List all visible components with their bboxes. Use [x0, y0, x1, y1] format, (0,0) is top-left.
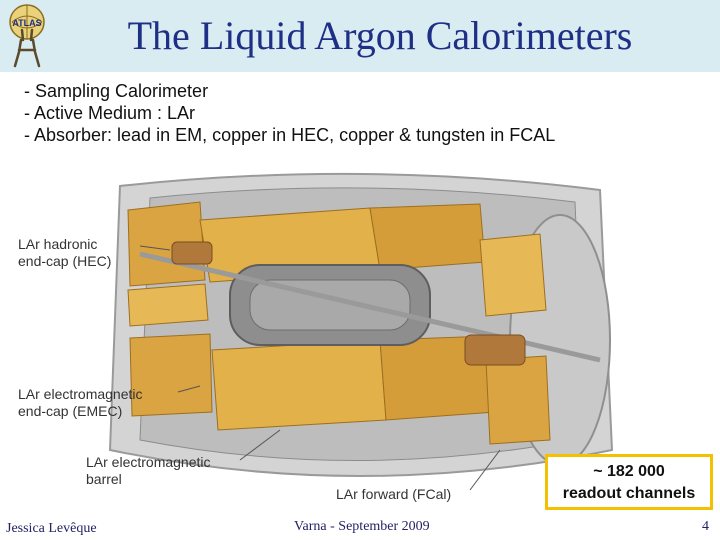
- bullet-item: - Sampling Calorimeter: [24, 81, 209, 101]
- bullet-item: - Absorber: lead in EM, copper in HEC, c…: [24, 125, 556, 145]
- label-hec-line2: end-cap (HEC): [18, 253, 112, 269]
- page-title: The Liquid Argon Calorimeters: [127, 13, 633, 58]
- bullet-item: - Active Medium : LAr: [24, 103, 196, 123]
- label-barrel-line2: barrel: [86, 471, 122, 487]
- label-barrel: LAr electromagnetic barrel: [86, 454, 211, 488]
- title-bar: ATLAS The Liquid Argon Calorimeters: [0, 0, 720, 72]
- footer-author: Jessica Levêque: [6, 521, 97, 536]
- page-number: 4: [702, 519, 709, 534]
- label-hec-line1: LAr hadronic: [18, 236, 98, 252]
- callout-line2: readout channels: [562, 485, 696, 502]
- calorimeter-illustration: [108, 172, 614, 491]
- label-emec-line2: end-cap (EMEC): [18, 403, 123, 419]
- atlas-logo: ATLAS: [9, 4, 45, 68]
- label-emec-line1: LAr electromagnetic: [18, 386, 143, 402]
- footer-event: Varna - September 2009: [294, 519, 430, 534]
- label-emec: LAr electromagnetic end-cap (EMEC): [18, 386, 143, 420]
- label-hec: LAr hadronic end-cap (HEC): [18, 236, 111, 270]
- readout-channels-callout: ~ 182 000 readout channels: [545, 454, 713, 510]
- label-barrel-line1: LAr electromagnetic: [86, 454, 211, 470]
- svg-text:ATLAS: ATLAS: [12, 18, 41, 28]
- label-fcal: LAr forward (FCal): [336, 486, 452, 502]
- bullet-list: - Sampling Calorimeter - Active Medium :…: [24, 80, 704, 146]
- callout-line1: ~ 182 000: [593, 463, 665, 480]
